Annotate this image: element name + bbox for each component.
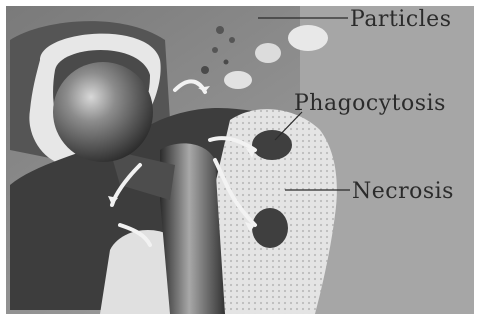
femoral-head	[53, 62, 153, 162]
label-necrosis: Necrosis	[352, 179, 454, 204]
necrosis-site	[252, 208, 288, 248]
phagocytosis-site	[252, 130, 292, 160]
label-phagocytosis: Phagocytosis	[294, 91, 446, 116]
label-particles: Particles	[350, 7, 452, 32]
